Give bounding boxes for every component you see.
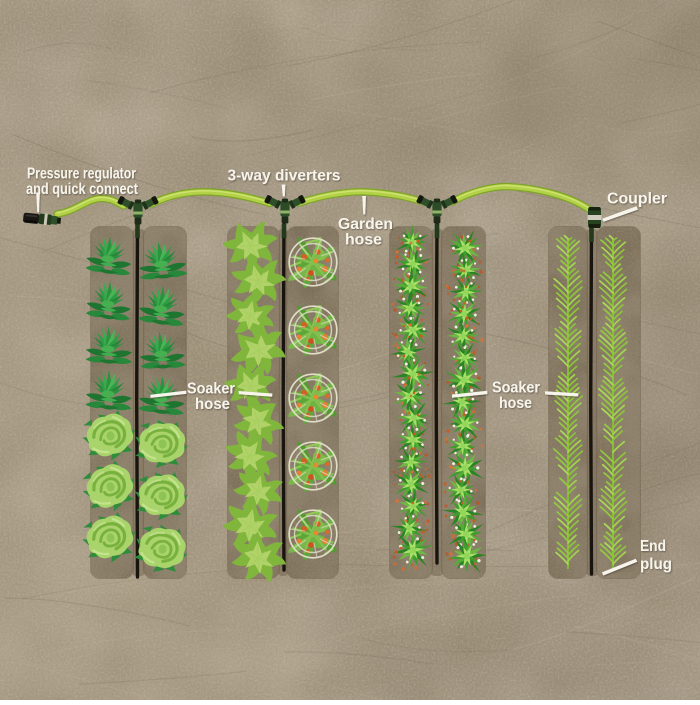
svg-text:and quick connect: and quick connect <box>26 181 138 198</box>
svg-text:End: End <box>640 538 666 555</box>
svg-text:plug: plug <box>640 556 672 573</box>
svg-text:3-way diverters: 3-way diverters <box>228 168 341 185</box>
svg-text:Soaker: Soaker <box>492 380 540 397</box>
svg-text:hose: hose <box>345 232 382 249</box>
svg-text:Coupler: Coupler <box>607 191 667 208</box>
svg-text:hose: hose <box>499 395 532 412</box>
svg-text:Pressure regulator: Pressure regulator <box>27 166 136 183</box>
svg-text:Garden: Garden <box>338 216 393 233</box>
svg-text:Soaker: Soaker <box>187 381 235 398</box>
svg-text:hose: hose <box>195 396 230 413</box>
